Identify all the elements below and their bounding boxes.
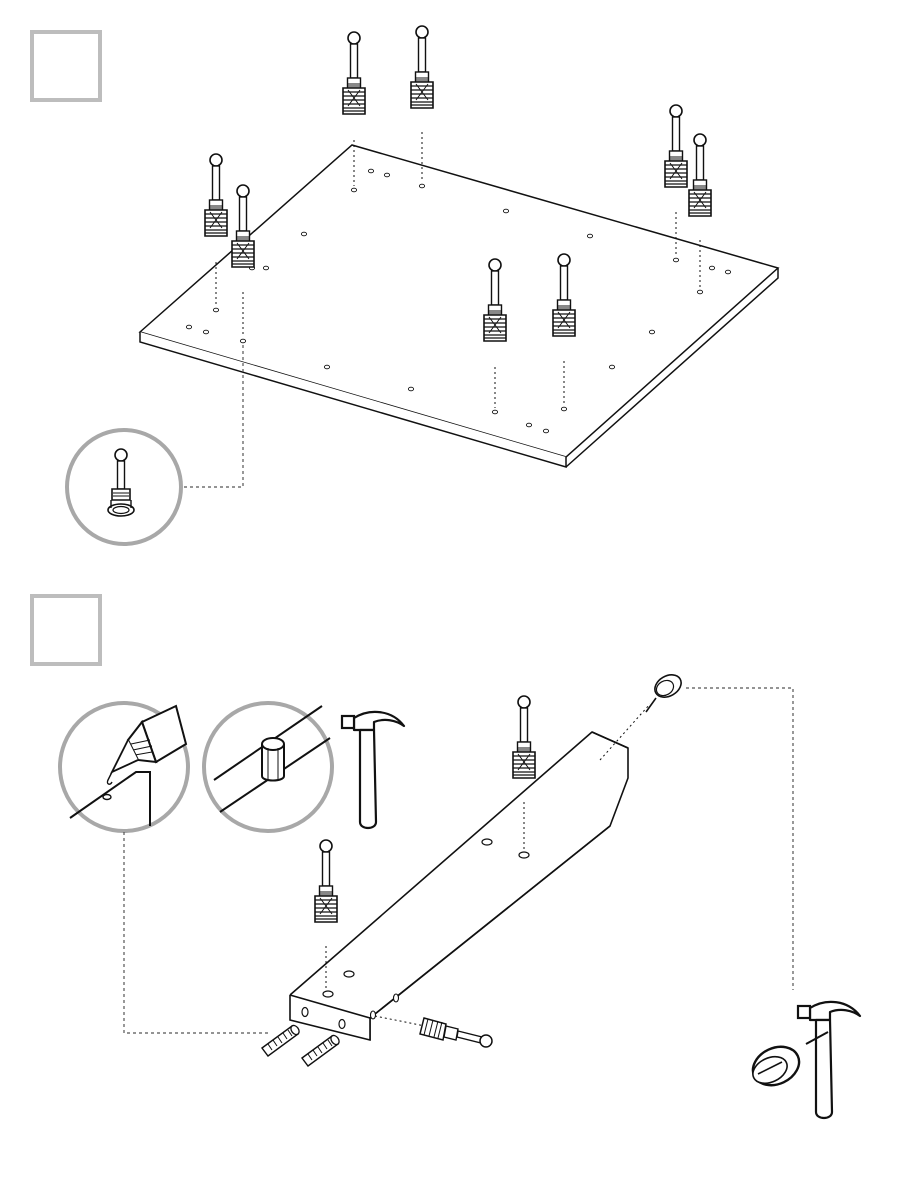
dowel-icon bbox=[204, 703, 332, 831]
glue-bottle-icon bbox=[60, 703, 188, 831]
cam-lock-icon bbox=[375, 1016, 492, 1047]
glide-icon bbox=[600, 670, 685, 760]
hammer-icon bbox=[342, 712, 404, 828]
cam-bolt-step2 bbox=[315, 696, 535, 990]
leg-rail-board bbox=[290, 732, 628, 1040]
detail-magnifier-cam-bolt bbox=[67, 345, 243, 544]
desk-top-panel bbox=[140, 145, 778, 467]
hammer-with-glide bbox=[747, 1002, 860, 1118]
